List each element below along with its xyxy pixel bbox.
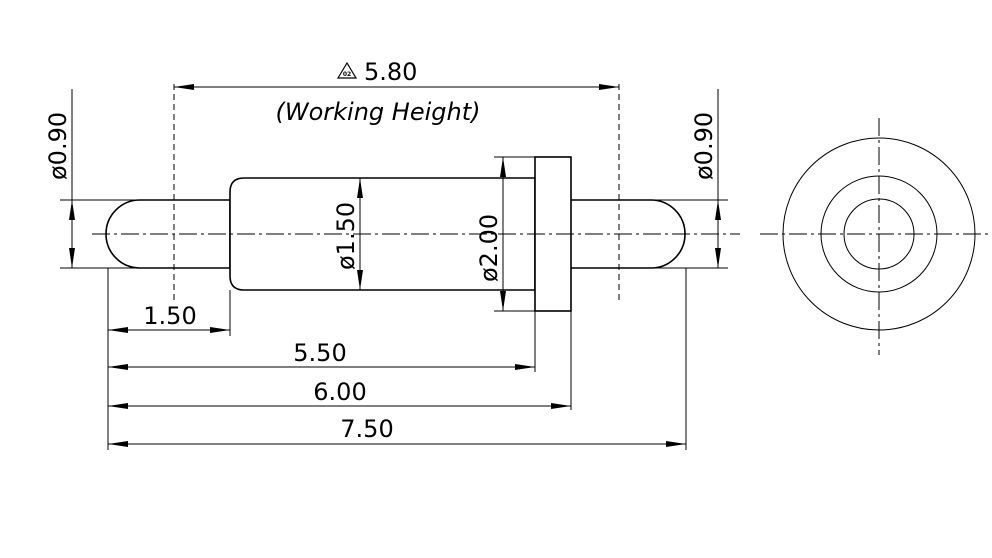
- extension-lines: [60, 156, 728, 450]
- left-plunger-length: 1.50: [143, 302, 196, 330]
- revision-triangle: 02: [336, 61, 358, 79]
- barrel-diameter: ø1.50: [332, 202, 360, 270]
- dimension-labels: 02 5.80 (Working Height) ø0.90 ø0.90 ø1.…: [44, 58, 718, 443]
- dimension-lines: [69, 84, 721, 447]
- revision-mark: 02: [343, 71, 351, 78]
- end-view: [760, 118, 990, 355]
- length-to-collar: 5.50: [293, 339, 346, 367]
- collar-diameter: ø2.00: [475, 214, 503, 282]
- length-to-collar-end: 6.00: [313, 378, 366, 406]
- right-plunger-diameter: ø0.90: [690, 112, 718, 180]
- working-height-value: 5.80: [364, 58, 417, 86]
- overall-length: 7.50: [340, 415, 393, 443]
- working-height-note: (Working Height): [276, 98, 481, 126]
- side-view: [92, 84, 740, 312]
- left-plunger-diameter: ø0.90: [44, 112, 72, 180]
